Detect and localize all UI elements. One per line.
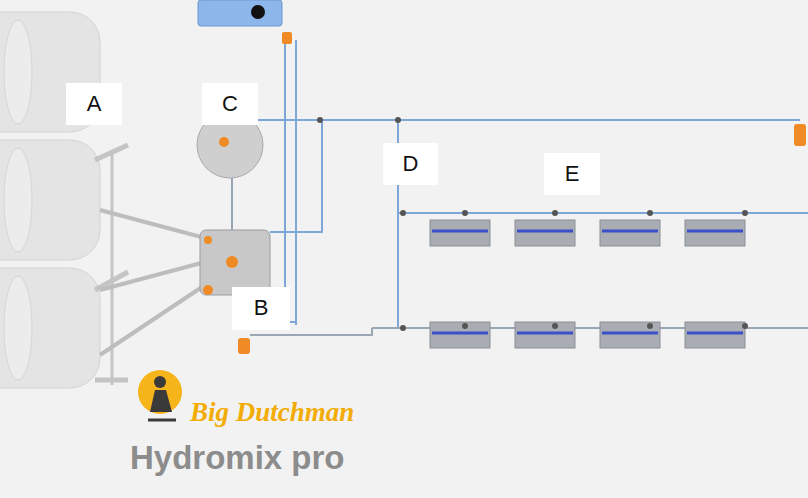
valves [317,117,748,331]
trough [515,322,575,348]
control-unit [198,0,282,26]
logo-figure [154,376,166,388]
valve [462,210,468,216]
valve [742,323,748,329]
trough-row [430,220,745,246]
valve [317,117,323,123]
troughs [317,117,748,348]
pipe [285,38,296,322]
valve [647,323,653,329]
trough [600,322,660,348]
trough [685,220,745,246]
trough [430,220,490,246]
valve [462,323,468,329]
auger [100,285,205,355]
feed-line [432,230,743,233]
trough-row [430,322,745,348]
silo-end [4,148,32,252]
display [251,5,265,19]
logo-figure [148,419,176,422]
tank [200,230,270,295]
pipe [258,119,800,121]
trough [515,220,575,246]
product-name: Hydromix pro [130,438,345,478]
pipe [270,120,322,232]
valve [742,210,748,216]
silo [0,140,100,260]
logo-figure [150,390,172,412]
valve [203,285,213,295]
valve [552,323,558,329]
auger [100,262,205,290]
valve [400,325,406,331]
valve [282,32,292,44]
callout-letter: B [232,287,290,330]
logo-disc [138,370,182,414]
trough [600,220,660,246]
silo [0,268,100,388]
trough [430,322,490,348]
callout-letter: D [383,143,438,185]
pipe [231,178,233,232]
callout-letter: C [202,83,258,125]
callout-letter: E [544,153,600,195]
callout-letter: A [66,83,122,125]
silos [0,12,205,388]
valve [219,137,229,147]
valve [395,117,401,123]
valve [552,210,558,216]
silo-end [4,276,32,380]
logo-icon [138,370,182,420]
valve [400,210,406,216]
auger [100,210,205,238]
silo-end [4,20,32,124]
feed-auger [100,210,205,355]
pipe [295,40,297,325]
valve [226,256,238,268]
pipe-network [232,38,808,335]
valve [204,236,212,244]
pump [238,338,250,354]
brand-name: Big Dutchman [190,396,354,428]
valve [647,210,653,216]
pump [794,124,806,146]
controller [198,0,806,146]
trough [685,322,745,348]
feed-line [432,332,743,335]
